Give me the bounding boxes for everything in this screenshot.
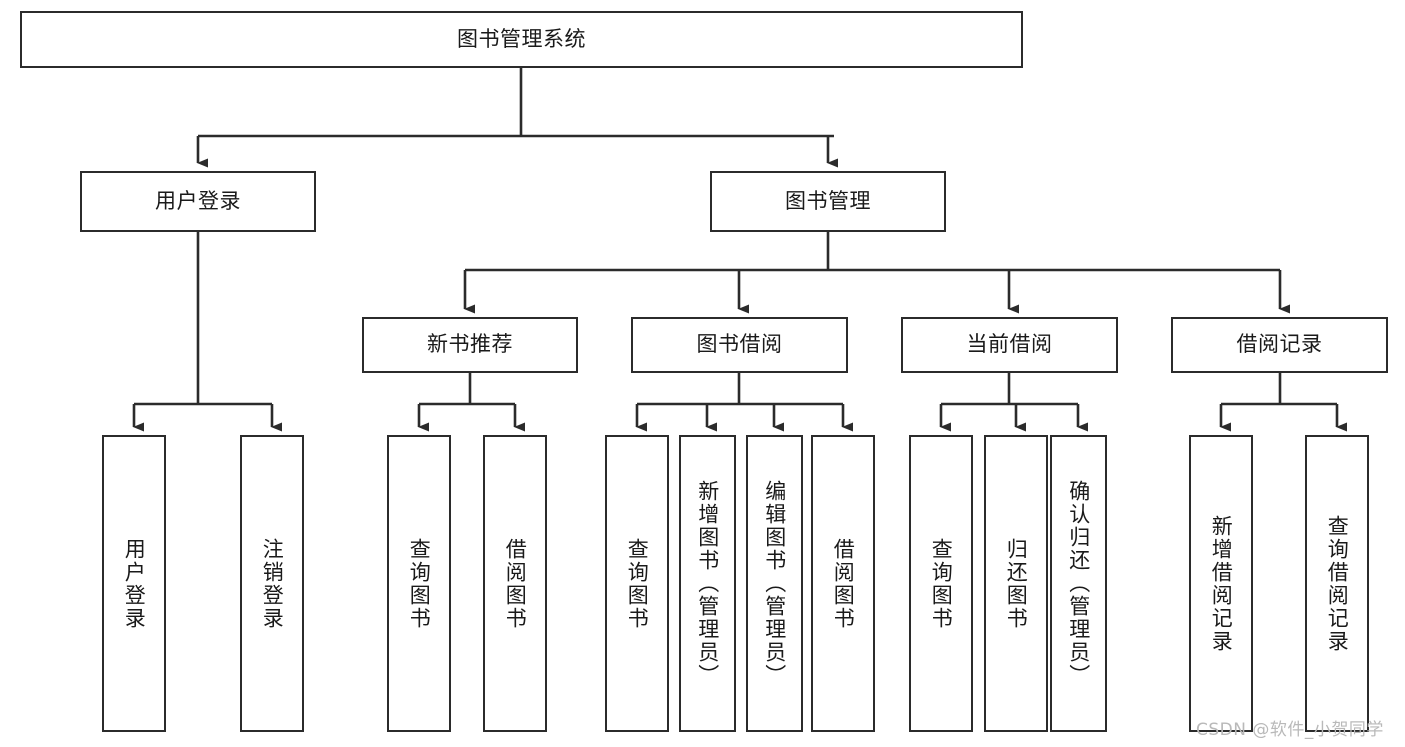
node-leaf-add-book-label: 新增图书（管理员） — [695, 480, 720, 687]
node-new-book-recommend-label: 新书推荐 — [427, 332, 513, 357]
node-leaf-user-login-label: 用户登录 — [122, 537, 147, 630]
node-leaf-query-book-2[interactable]: 查询图书 — [605, 435, 669, 732]
node-leaf-return-book[interactable]: 归还图书 — [984, 435, 1048, 732]
node-leaf-query-record[interactable]: 查询借阅记录 — [1305, 435, 1369, 732]
node-leaf-borrow-book-2-label: 借阅图书 — [831, 537, 856, 630]
node-current-borrow[interactable]: 当前借阅 — [901, 317, 1118, 373]
node-book-borrow-label: 图书借阅 — [696, 332, 783, 357]
node-leaf-edit-book[interactable]: 编辑图书（管理员） — [746, 435, 803, 732]
node-root-label: 图书管理系统 — [457, 26, 586, 51]
node-leaf-confirm-return-label: 确认归还（管理员） — [1066, 480, 1091, 687]
node-leaf-add-record-label: 新增借阅记录 — [1209, 514, 1234, 653]
node-user-login[interactable]: 用户登录 — [80, 171, 316, 232]
node-leaf-add-book[interactable]: 新增图书（管理员） — [679, 435, 736, 732]
watermark-text: CSDN @软件_小贺同学 — [1196, 720, 1384, 740]
node-book-management[interactable]: 图书管理 — [710, 171, 946, 232]
node-root[interactable]: 图书管理系统 — [20, 11, 1023, 68]
node-leaf-return-book-label: 归还图书 — [1004, 537, 1029, 630]
node-leaf-add-record[interactable]: 新增借阅记录 — [1189, 435, 1253, 732]
node-leaf-query-book-1-label: 查询图书 — [407, 537, 432, 630]
node-borrow-record[interactable]: 借阅记录 — [1171, 317, 1388, 373]
node-leaf-borrow-book-2[interactable]: 借阅图书 — [811, 435, 875, 732]
node-book-borrow[interactable]: 图书借阅 — [631, 317, 848, 373]
node-borrow-record-label: 借阅记录 — [1236, 332, 1323, 357]
node-leaf-user-login[interactable]: 用户登录 — [102, 435, 166, 732]
node-leaf-query-book-2-label: 查询图书 — [625, 537, 650, 630]
node-leaf-user-logout-label: 注销登录 — [260, 537, 285, 630]
node-leaf-query-record-label: 查询借阅记录 — [1325, 514, 1350, 653]
node-current-borrow-label: 当前借阅 — [966, 332, 1053, 357]
node-leaf-borrow-book-1[interactable]: 借阅图书 — [483, 435, 547, 732]
node-leaf-confirm-return[interactable]: 确认归还（管理员） — [1050, 435, 1107, 732]
node-leaf-query-book-3-label: 查询图书 — [929, 537, 954, 630]
node-leaf-borrow-book-1-label: 借阅图书 — [503, 537, 528, 630]
node-user-login-label: 用户登录 — [155, 188, 241, 213]
node-new-book-recommend[interactable]: 新书推荐 — [362, 317, 578, 373]
node-leaf-user-logout[interactable]: 注销登录 — [240, 435, 304, 732]
node-leaf-query-book-1[interactable]: 查询图书 — [387, 435, 451, 732]
node-leaf-query-book-3[interactable]: 查询图书 — [909, 435, 973, 732]
node-leaf-edit-book-label: 编辑图书（管理员） — [762, 480, 787, 687]
node-book-management-label: 图书管理 — [785, 188, 871, 213]
